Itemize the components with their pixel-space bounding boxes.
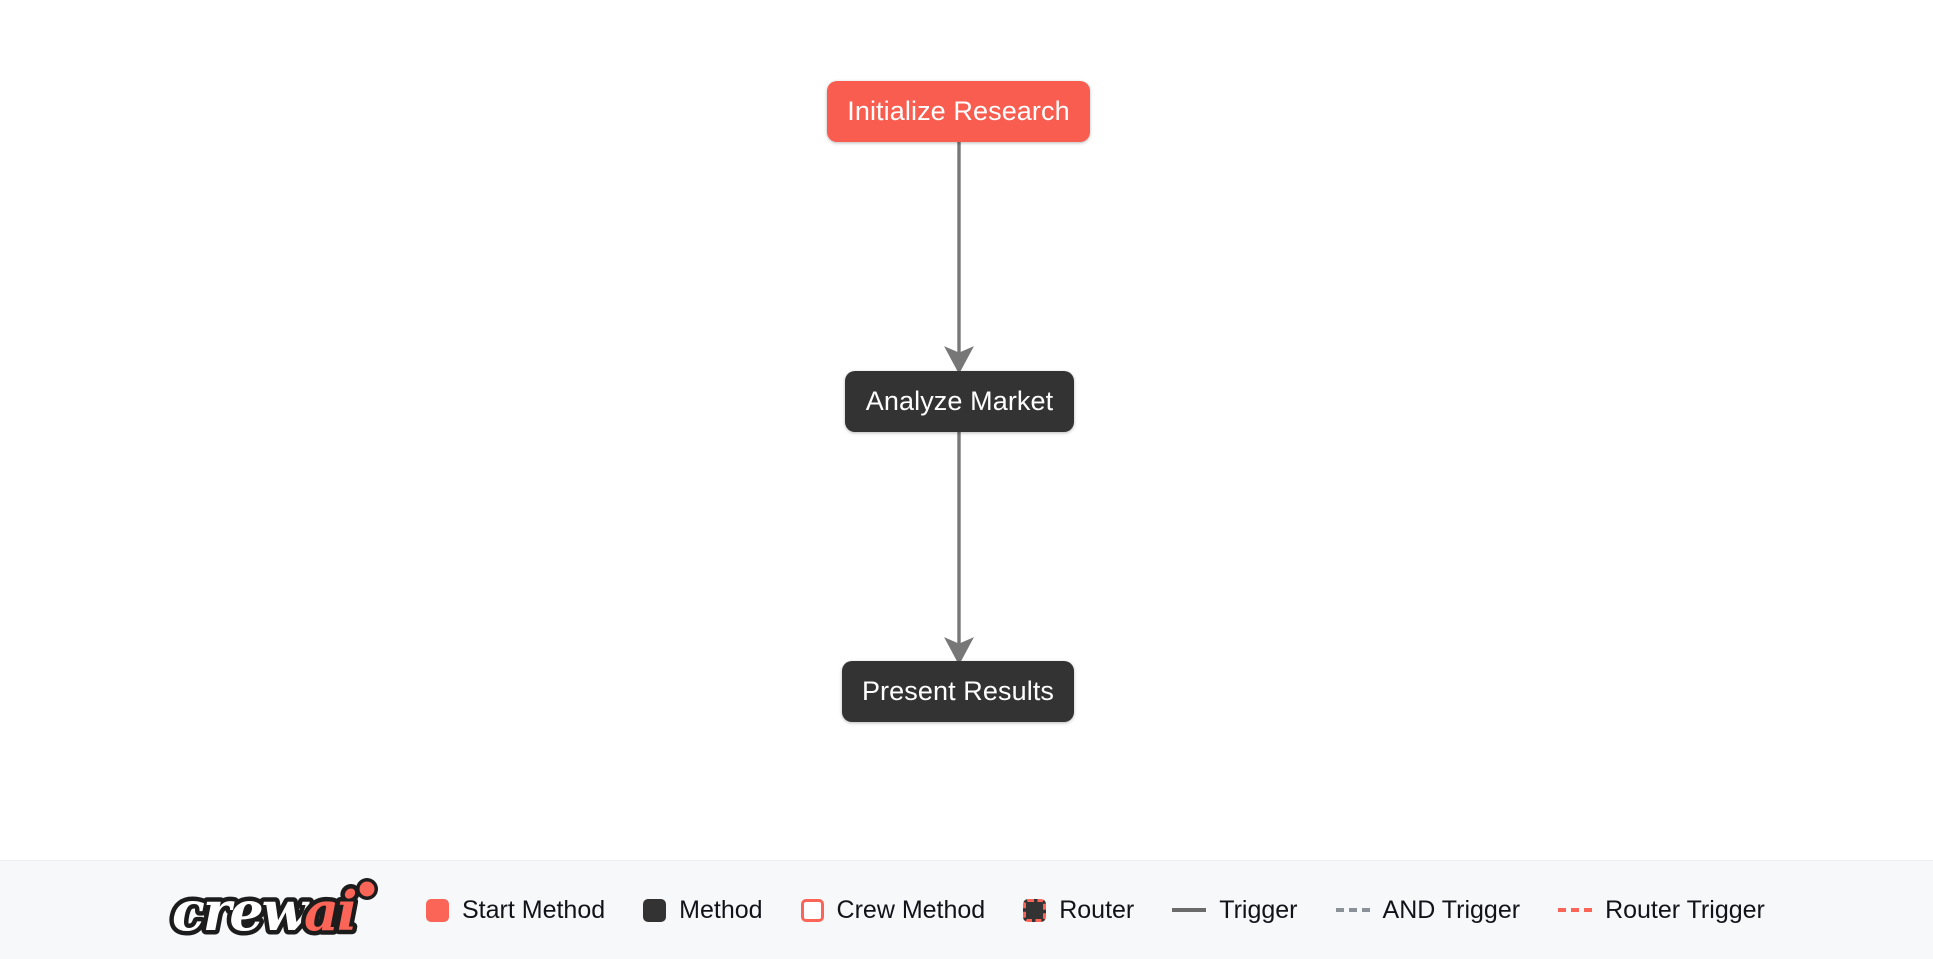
crewai-logo-text-crew: crew <box>172 879 311 943</box>
legend-item-method: Method <box>643 895 763 924</box>
flow-node-analyze-market[interactable]: Analyze Market <box>845 371 1074 432</box>
legend-items: Start Method Method Crew Method Router T… <box>426 895 1765 924</box>
legend-item-start-method: Start Method <box>426 895 606 924</box>
legend-item-and-trigger: AND Trigger <box>1335 895 1521 924</box>
router-trigger-line-icon <box>1558 908 1593 912</box>
crewai-logo-dot <box>359 881 375 897</box>
start-method-swatch-icon <box>426 898 449 922</box>
method-swatch-icon <box>643 898 667 922</box>
legend-item-label: Router <box>1059 895 1135 924</box>
flow-node-label: Present Results <box>861 676 1055 706</box>
legend-item-label: Crew Method <box>836 895 986 924</box>
legend-item-label: Router Trigger <box>1605 895 1765 924</box>
flow-node-label: Analyze Market <box>865 386 1054 416</box>
legend-item-router-trigger: Router Trigger <box>1558 895 1765 924</box>
flow-node-initialize-research[interactable]: Initialize Research <box>827 81 1090 142</box>
crewai-logo: crew crew ai ai <box>168 876 378 944</box>
legend-bar: crew crew ai ai Start Method Method Crew… <box>0 860 1933 959</box>
and-trigger-line-icon <box>1335 908 1370 912</box>
flow-node-label: Initialize Research <box>847 96 1070 126</box>
legend-item-router: Router <box>1023 895 1135 924</box>
crewai-logo-outline-ai: ai <box>304 879 356 943</box>
legend-item-label: Trigger <box>1219 895 1298 924</box>
legend-item-label: Method <box>679 895 763 924</box>
crew-method-swatch-icon <box>800 898 824 922</box>
legend-item-crew-method: Crew Method <box>800 895 986 924</box>
flow-canvas[interactable]: Initialize Research Analyze Market Prese… <box>0 0 1933 860</box>
crewai-logo-text-ai: ai <box>304 879 356 943</box>
edge-layer <box>944 142 974 665</box>
legend-item-label: Start Method <box>462 895 606 924</box>
legend-item-label: AND Trigger <box>1382 895 1521 924</box>
flow-node-present-results[interactable]: Present Results <box>842 661 1074 722</box>
trigger-line-icon <box>1172 908 1207 912</box>
crewai-logo-outline-crew: crew <box>172 879 311 943</box>
legend-item-trigger: Trigger <box>1172 895 1298 924</box>
router-swatch-icon <box>1023 898 1047 922</box>
